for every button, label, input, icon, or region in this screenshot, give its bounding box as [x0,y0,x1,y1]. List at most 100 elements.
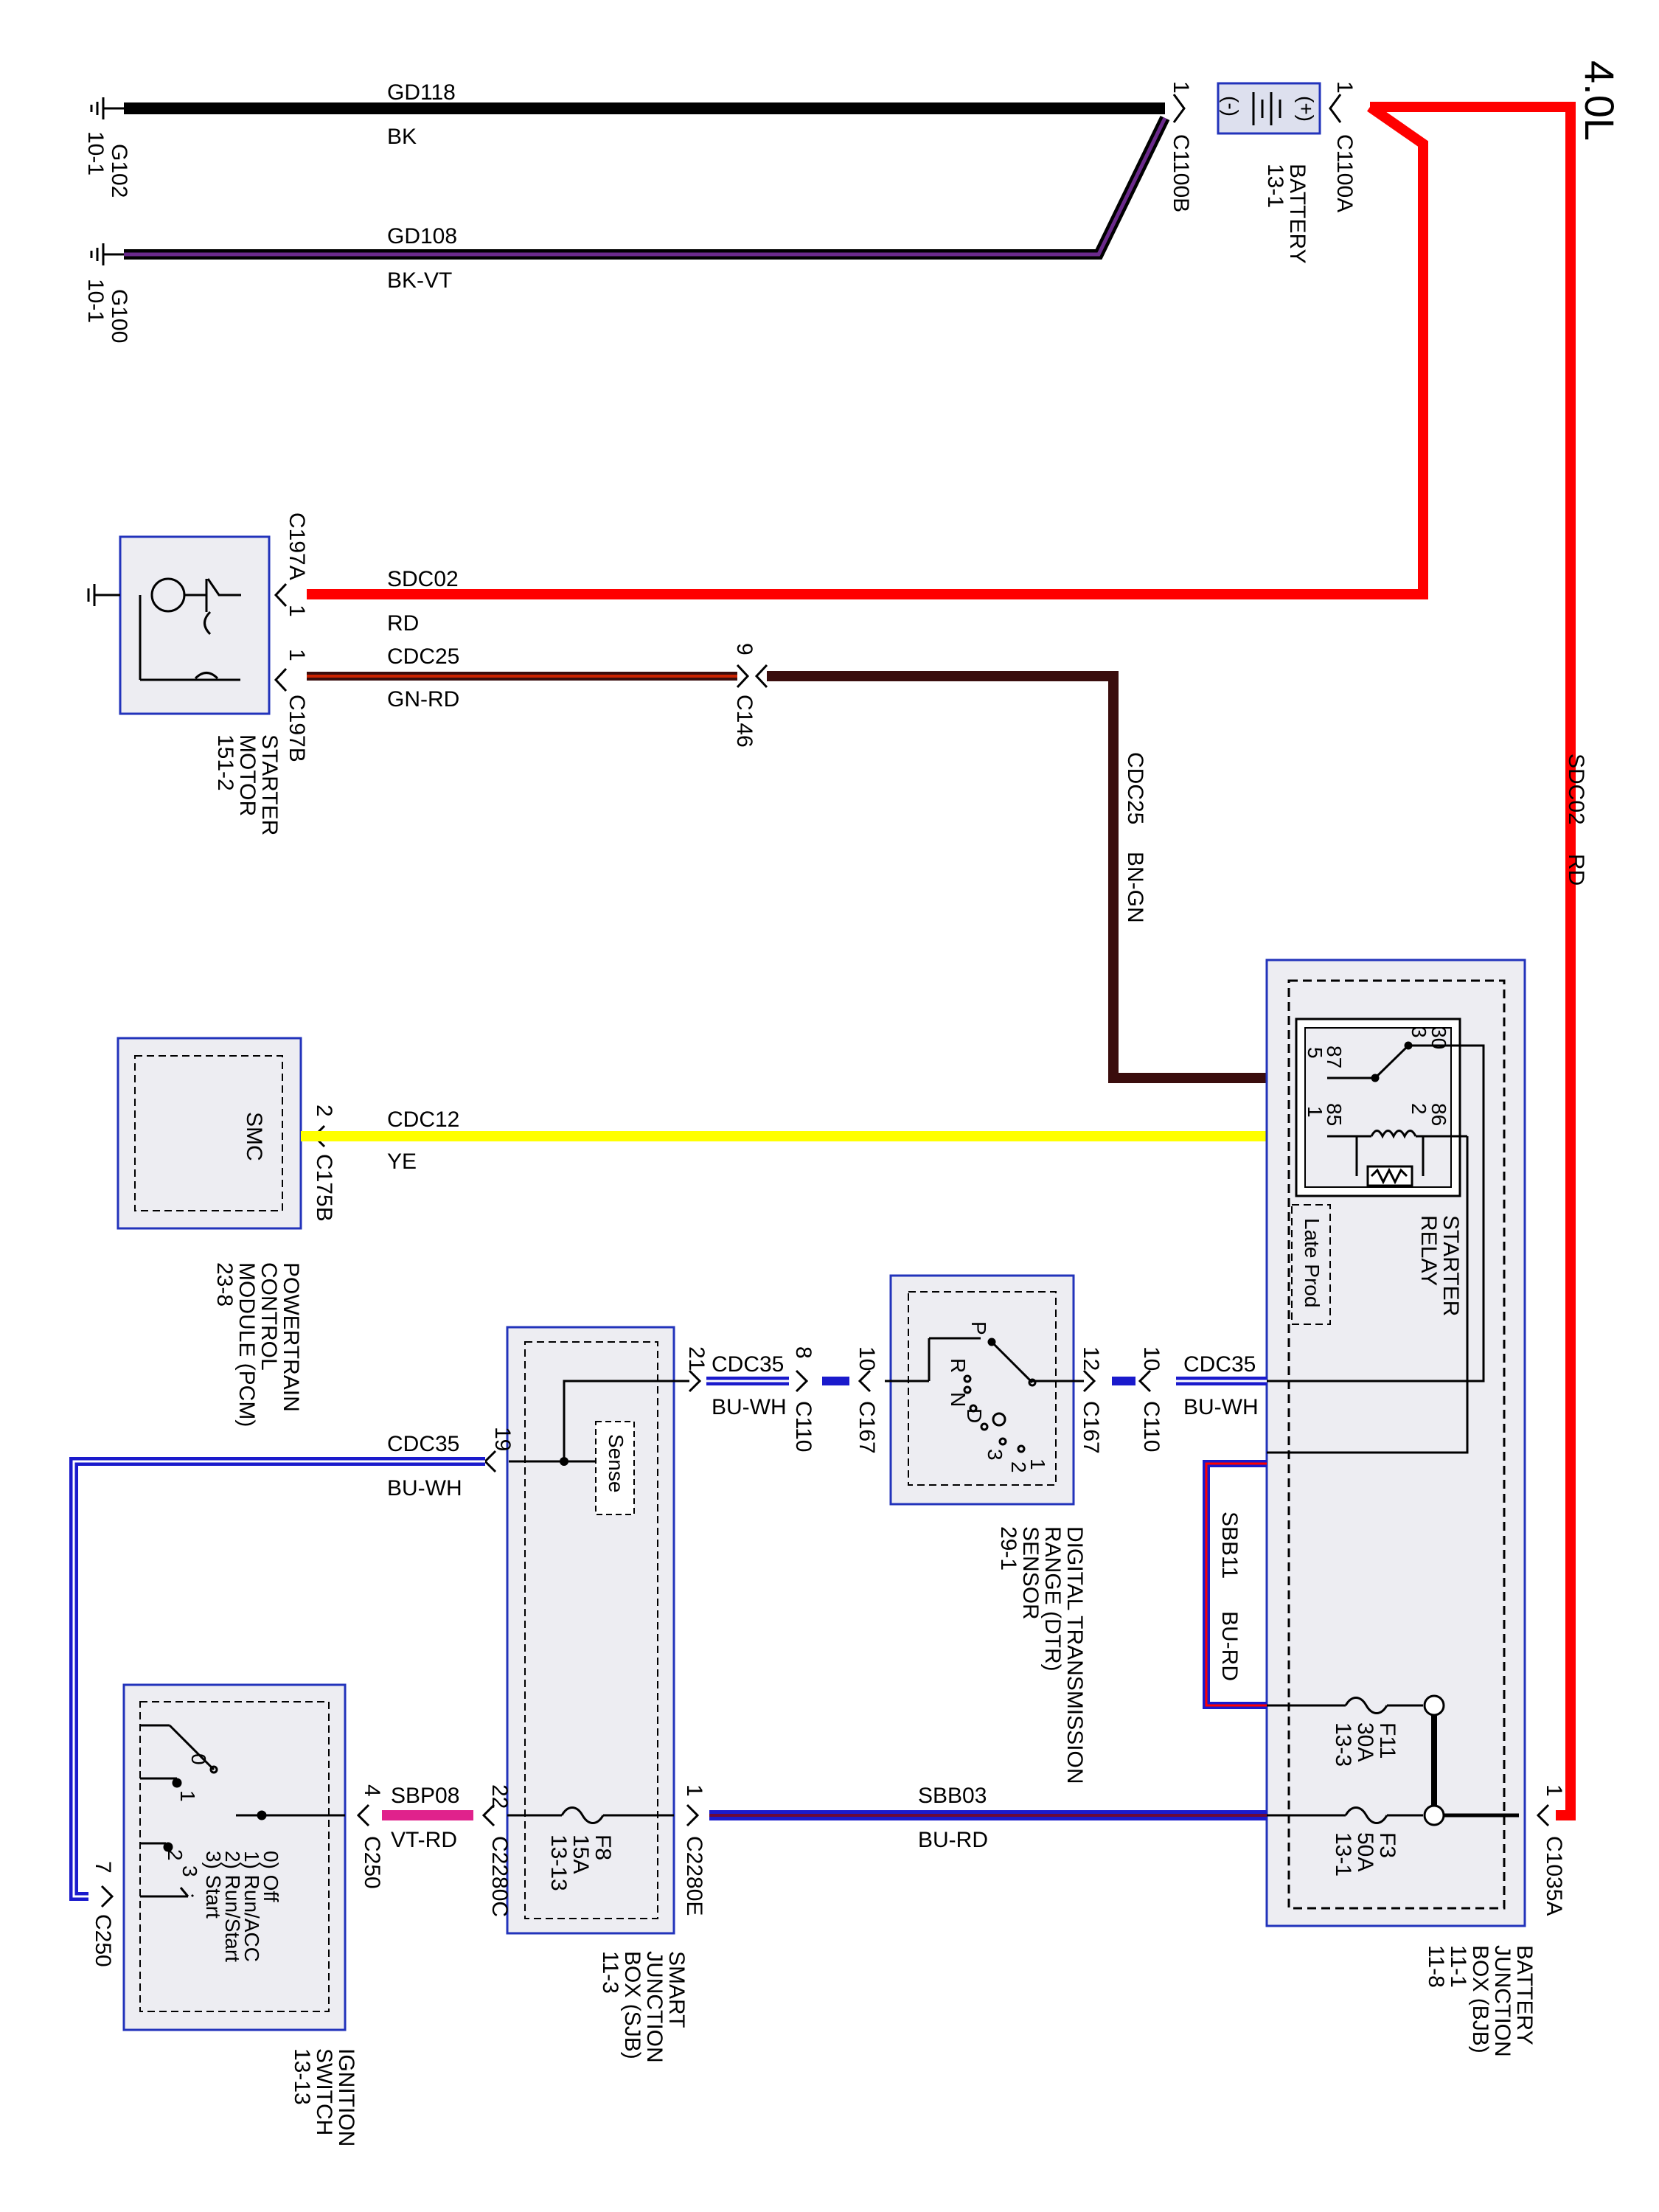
sjb-conn-e: C2280E [682,1836,706,1916]
connector-c197a[interactable] [274,582,288,608]
dtr-box[interactable] [889,1274,1075,1506]
sjb-title-1: SMART [664,1951,689,2028]
relay-t85: 85 [1323,1103,1346,1126]
connector-c197b[interactable] [274,667,288,692]
wire-cdc25-v-color: BN-GN [1123,852,1147,923]
battery-connector-c1100b[interactable] [1172,94,1186,123]
dtr-title-1: DIGITAL TRANSMISSION [1062,1526,1087,1784]
bjb-title-3: BOX (BJB) [1468,1945,1492,2053]
ground-starter-icon [87,584,120,606]
wire-gd108-color: BK-VT [387,268,452,293]
ignition-title-2: SWITCH [312,2048,336,2135]
battery-pin-b: 1 [1169,81,1193,94]
starter-pin-a: 1 [285,605,309,617]
ignition-title-1: IGNITION [334,2048,358,2146]
relay-n5: 5 [1304,1047,1326,1059]
sjb-pin21: 21 [684,1346,709,1371]
starter-conn-a: C197A [285,512,309,580]
connector-c2280c[interactable] [481,1804,495,1827]
wire-gd118-color: BK [387,125,417,149]
c146-pin: 9 [732,643,757,655]
connector-c167-right[interactable] [1082,1369,1096,1393]
ground-g102-ref: 10-1 [83,131,108,175]
ground-g102-name: G102 [107,144,131,198]
dtr-pos-3: 3 [984,1449,1006,1461]
ignition-pin7: 7 [91,1861,115,1874]
ignition-switch-box[interactable] [122,1683,347,2031]
battery-symbol[interactable] [1217,82,1321,135]
relay-title-2: RELAY [1416,1215,1441,1286]
wire-cdc35-mid-color: BU-WH [712,1395,787,1419]
connector-sjb-pin21[interactable] [688,1369,702,1393]
c146-conn: C146 [732,695,757,748]
bjb-f3-node [1423,1804,1445,1826]
wire-sdc02-starter[interactable] [307,102,1428,599]
sjb-fuse-name: F8 [591,1834,615,1860]
sjb-ref: 11-3 [598,1951,622,1994]
starter-conn-b: C197B [285,695,309,762]
connector-sjb-pin19[interactable] [483,1450,497,1473]
connector-c250-pin4[interactable] [356,1804,370,1827]
sjb-box[interactable] [506,1326,675,1935]
relay-t87: 87 [1323,1046,1346,1068]
wire-cdc12-circuit: CDC12 [387,1107,459,1132]
wire-sdc02-v-circuit: SDC02 [1564,754,1588,825]
ground-g100-ref: 10-1 [83,279,108,323]
wire-sdc02-main[interactable] [1370,102,1576,1820]
battery-connector-c1100a[interactable] [1329,94,1342,123]
dtr-pin-right: 12 [1079,1346,1103,1371]
sjb-title-3: BOX (SJB) [620,1951,644,2059]
wire-sbp08-color: VT-RD [391,1828,457,1852]
dtr-inner-boundary [908,1291,1057,1486]
pcm-title-3: MODULE (PCM) [234,1262,259,1427]
wire-cdc35-mid-circuit: CDC35 [712,1352,784,1377]
battery-neg-symbol: (-) [1220,96,1242,116]
ground-g100-name: G100 [107,289,131,343]
ignition-pos1: 1 [176,1790,199,1802]
ignition-ref: 13-13 [290,2048,314,2105]
wire-sdc02-v-color: RD [1564,854,1588,886]
starter-motor-box[interactable] [119,535,271,715]
bjb-conn: C1035A [1542,1836,1566,1916]
ignition-inner-boundary [139,1701,330,2012]
f11-name: F11 [1375,1722,1399,1759]
dtr-conn-left: C167 [855,1401,879,1454]
dtr-pos-n: N [947,1392,970,1407]
pcm-title-1: POWERTRAIN [279,1262,303,1412]
late-prod-note: Late Prod [1301,1218,1324,1307]
battery-conn-b: C1100B [1169,134,1193,212]
connector-c167-left[interactable] [858,1369,872,1393]
connector-c2280e[interactable] [686,1804,700,1827]
sjb-inner-boundary [524,1341,658,1919]
wire-cdc25-v[interactable] [767,671,1268,1083]
ignition-legend2: 2) Run/Start [221,1851,244,1962]
wire-sdc02-h-color: RD [387,611,419,636]
connector-c146[interactable] [736,664,768,689]
fuse-f11-icon [1267,1697,1423,1714]
dtr-title-3: SENSOR [1018,1526,1043,1620]
wire-cdc25-h-color: GN-RD [387,687,459,712]
connector-c110-right[interactable] [1138,1369,1152,1393]
connector-c250-pin7[interactable] [100,1885,114,1908]
wire-cdc35-right-color: BU-WH [1183,1395,1259,1419]
wire-gd108[interactable] [124,115,1170,260]
dtr-pos-r: R [947,1358,970,1373]
fuse-f3-icon [1267,1806,1423,1824]
wire-relay-30-sense [1267,1044,1485,1382]
dtr-pos-1: 1 [1026,1458,1049,1470]
ignition-pos3: 3 [178,1865,201,1877]
ignition-legend3: 3) Start [202,1851,225,1919]
engine-label: 4.0L [1576,60,1623,141]
ignition-conn-pin4: C250 [360,1836,384,1889]
battery-pos-symbol: (+) [1295,96,1318,122]
bjb-title-2: JUNCTION [1490,1945,1514,2057]
bjb-ref-2: 11-8 [1424,1945,1448,1988]
ignition-pin4: 4 [360,1784,384,1797]
starter-title-2: MOTOR [235,734,260,816]
sjb-conn-c: C2280C [487,1836,512,1917]
connector-c1035a[interactable] [1536,1804,1550,1827]
pcm-box[interactable] [116,1037,302,1230]
connector-c110-left[interactable] [795,1369,809,1393]
dtr-pos-d: D [963,1408,986,1423]
